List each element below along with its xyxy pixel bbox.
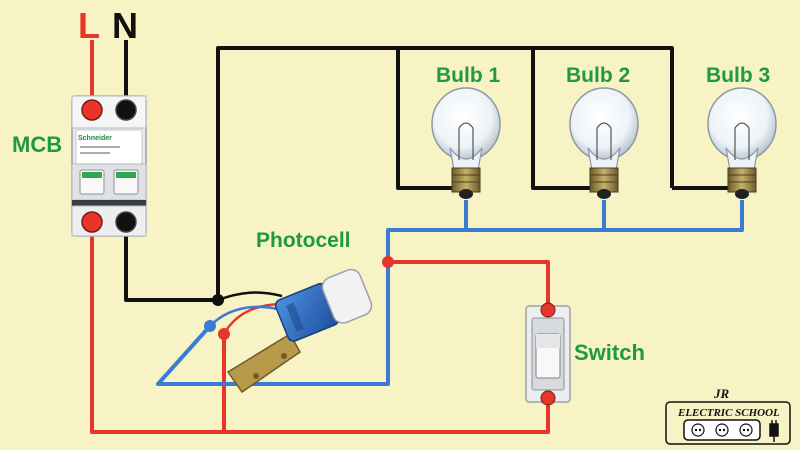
- bulb2-label: Bulb 2: [566, 64, 630, 87]
- switch-terminal-bottom: [540, 390, 556, 406]
- blue-wire-photocell: [156, 200, 744, 386]
- photocell-sensor: [226, 268, 373, 394]
- mcb-terminal-line-out: [81, 211, 103, 233]
- bulb-1: [431, 87, 501, 199]
- mcb-label: MCB: [12, 132, 62, 157]
- bulb-2: [569, 87, 639, 199]
- neutral-label: N: [112, 5, 138, 46]
- bulb1-label: Bulb 1: [436, 64, 500, 87]
- logo-monogram: JR: [713, 386, 730, 401]
- mcb-terminal-neutral-in: [115, 99, 137, 121]
- neutral-wire-bulb2: [531, 48, 596, 190]
- photocell-label: Photocell: [256, 229, 351, 252]
- electric-school-logo: JR ELECTRIC SCHOOL: [665, 386, 791, 445]
- neutral-wire-bulb1: [396, 48, 458, 190]
- photocell-bracket: [226, 332, 301, 394]
- neutral-wires: [124, 40, 734, 302]
- logo-text: ELECTRIC SCHOOL: [677, 407, 780, 419]
- junction-red-photocell: [218, 328, 230, 340]
- switch-terminal-top: [540, 302, 556, 318]
- switch-label: Switch: [574, 340, 645, 365]
- wall-switch: [525, 302, 571, 406]
- bulb3-label: Bulb 3: [706, 64, 770, 87]
- line-label: L: [78, 5, 100, 46]
- bulb-3: [707, 87, 777, 199]
- mcb-brand-text: Schneider: [78, 135, 112, 142]
- junction-blue-photocell: [204, 320, 216, 332]
- photocell-dome: [321, 268, 373, 324]
- switched-wires: [156, 200, 744, 386]
- photocell-black-lead: [217, 291, 283, 302]
- mcb-terminal-line-in: [81, 99, 103, 121]
- mcb-breaker: Schneider: [71, 95, 147, 237]
- live-wire-out: [90, 222, 550, 434]
- junction-red-switch: [382, 256, 394, 268]
- photocell-blue-lead: [209, 305, 283, 327]
- junction-black-photocell: [212, 294, 224, 306]
- neutral-wire-trunk: [216, 46, 674, 300]
- mcb-terminal-neutral-out: [115, 211, 137, 233]
- neutral-wire-out: [124, 222, 218, 302]
- live-wire-switch-in: [388, 260, 550, 308]
